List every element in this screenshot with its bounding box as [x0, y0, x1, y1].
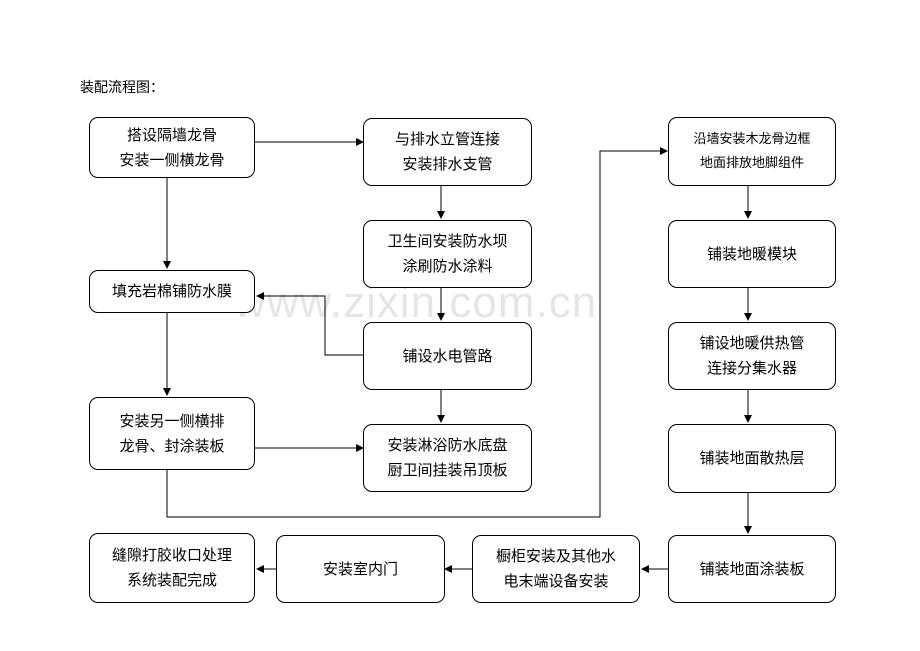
step-install-cabinets: 橱柜安装及其他水电末端设备安装 — [472, 535, 640, 603]
step-install-other-side-keel: 安装另一侧横排龙骨、封涂装板 — [89, 397, 255, 470]
step-connect-drain-riser: 与排水立管连接安装排水支管 — [363, 118, 532, 186]
step-wood-keel-frame: 沿墙安装木龙骨边框地面排放地脚组件 — [668, 117, 836, 186]
step-build-partition-keel: 搭设隔墙龙骨安装一侧横龙骨 — [89, 117, 255, 178]
arrow-b3-d1 — [166, 147, 668, 518]
step-install-interior-door: 安装室内门 — [276, 535, 445, 603]
step-seal-gaps-complete: 缝隙打胶收口处理系统装配完成 — [89, 533, 255, 603]
step-floor-finish-board: 铺装地面涂装板 — [668, 535, 836, 603]
step-heat-dissipation-layer: 铺装地面散热层 — [668, 424, 836, 493]
step-install-shower-tray: 安装淋浴防水底盘厨卫间挂装吊顶板 — [363, 424, 532, 492]
step-waterproof-dam: 卫生间安装防水坝涂刷防水涂料 — [363, 220, 532, 288]
step-lay-plumbing-electrical: 铺设水电管路 — [363, 322, 532, 390]
step-heating-pipes: 铺设地暖供热管连接分集水器 — [668, 322, 836, 390]
arrow-c3-b2 — [256, 292, 363, 356]
diagram-title: 装配流程图： — [80, 80, 164, 96]
step-floor-heating-module: 铺装地暖模块 — [668, 220, 836, 288]
step-fill-rockwool: 填充岩棉铺防水膜 — [89, 270, 255, 313]
